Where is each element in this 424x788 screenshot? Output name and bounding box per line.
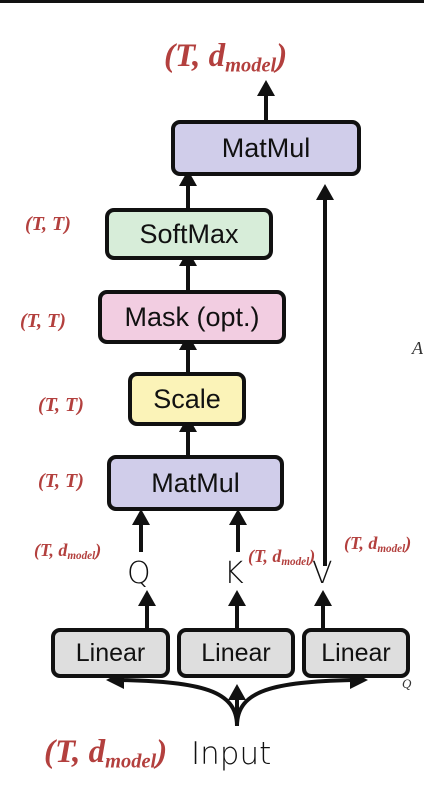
head-linear-v bbox=[314, 590, 332, 606]
shape-scale: (T, T) bbox=[38, 394, 84, 416]
edge-fragment-q: Q bbox=[402, 676, 412, 691]
head-q-matmul bbox=[132, 509, 150, 525]
head-input-stem bbox=[228, 684, 246, 700]
matmul-bottom-label: MatMul bbox=[151, 467, 240, 498]
q-vector-label: Q bbox=[127, 556, 151, 591]
head-output bbox=[257, 80, 275, 96]
input-branch-left bbox=[121, 678, 239, 727]
softmax-label: SoftMax bbox=[139, 218, 239, 249]
matmul-top-block: MatMul bbox=[171, 120, 361, 176]
shape-k: (T, dmodel) bbox=[248, 546, 316, 569]
v-vector-label: V bbox=[312, 556, 333, 591]
softmax-block: SoftMax bbox=[105, 208, 273, 260]
linear-v-label: Linear bbox=[321, 638, 391, 667]
linear-k-label: Linear bbox=[201, 638, 271, 667]
head-linear-q bbox=[138, 590, 156, 606]
mask-label: Mask (opt.) bbox=[124, 301, 260, 332]
mask-block: Mask (opt.) bbox=[98, 290, 286, 344]
input-label: Input bbox=[191, 736, 272, 772]
linear-q-label: Linear bbox=[75, 638, 146, 667]
scale-block: Scale bbox=[128, 372, 246, 426]
scale-label: Scale bbox=[153, 383, 221, 414]
matmul-bottom-block: MatMul bbox=[107, 455, 284, 511]
shape-softmax: (T, T) bbox=[25, 213, 71, 235]
linear-k-block: Linear bbox=[177, 628, 295, 678]
shape-input: (T, dmodel) bbox=[44, 734, 168, 773]
shape-v: (T, dmodel) bbox=[344, 533, 412, 556]
linear-v-block: Linear bbox=[302, 628, 410, 678]
shape-mask: (T, T) bbox=[20, 310, 66, 332]
head-v-matmul bbox=[316, 184, 334, 200]
shape-q: (T, dmodel) bbox=[34, 540, 102, 563]
matmul-top-label: MatMul bbox=[221, 132, 311, 163]
shape-matmul-bottom: (T, T) bbox=[38, 470, 84, 492]
head-k-matmul bbox=[229, 509, 247, 525]
edge-fragment-a-upper: A bbox=[412, 338, 423, 358]
head-softmax-matmul bbox=[179, 170, 197, 186]
input-branch-right bbox=[235, 678, 353, 727]
k-vector-label: K bbox=[224, 556, 244, 591]
linear-q-block: Linear bbox=[51, 628, 170, 678]
top-border bbox=[0, 0, 424, 3]
shape-output: (T, dmodel) bbox=[164, 38, 288, 77]
head-linear-k bbox=[228, 590, 246, 606]
